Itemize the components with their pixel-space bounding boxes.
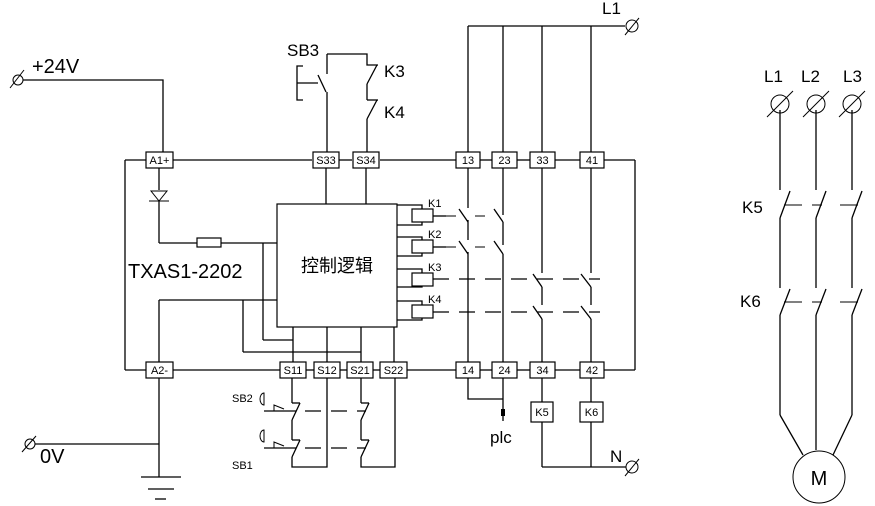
label-coil-k5: K5 [535, 407, 548, 419]
label-coil-k6: K6 [585, 407, 598, 419]
internal-supply-path [149, 168, 361, 362]
terminal-a1: A1+ [145, 151, 174, 169]
terminal-symbol-24v [12, 74, 24, 86]
diode-icon [149, 190, 169, 202]
label-neutral: N [610, 447, 622, 466]
terminal-33: 33 [529, 151, 556, 169]
svg-text:13: 13 [462, 155, 474, 167]
module-model-label: TXAS1-2202 [128, 261, 243, 283]
terminal-symbol-n [625, 460, 639, 474]
svg-text:A2-: A2- [151, 365, 168, 377]
svg-text:33: 33 [536, 155, 548, 167]
terminal-s21: S21 [346, 361, 374, 379]
terminal-a2: A2- [145, 361, 174, 379]
relay-coils: K1 K2 K3 K4 [397, 198, 446, 321]
svg-text:S11: S11 [284, 365, 303, 377]
start-circuit: SB3 K3 K4 [287, 41, 405, 152]
terminal-s11: S11 [279, 361, 307, 379]
svg-text:K3: K3 [428, 262, 441, 274]
motor-icon [792, 450, 846, 504]
label-sb3: SB3 [287, 41, 319, 60]
relay-module-frame [124, 159, 636, 371]
fuse-icon [196, 237, 222, 248]
label-l1-control: L1 [602, 0, 621, 18]
svg-text:S34: S34 [356, 155, 376, 167]
terminal-s34: S34 [352, 151, 380, 169]
terminal-s33: S33 [312, 151, 340, 169]
label-motor: M [811, 468, 828, 490]
svg-text:34: 34 [536, 365, 548, 377]
label-0v: 0V [40, 446, 65, 468]
svg-text:A1+: A1+ [150, 155, 170, 167]
control-l1-rail: L1 [433, 0, 640, 362]
svg-text:42: 42 [586, 365, 598, 377]
terminal-symbol-l1 [625, 19, 639, 33]
terminal-24: 24 [491, 361, 518, 379]
svg-text:S22: S22 [384, 365, 404, 377]
supply-positive: +24V [9, 56, 164, 152]
svg-text:23: 23 [498, 155, 510, 167]
label-phase-l3: L3 [843, 67, 862, 86]
label-sb1: SB1 [232, 460, 253, 472]
motor-power-circuit: L1 L2 L3 K5 K6 [740, 67, 866, 504]
terminal-23: 23 [491, 151, 518, 169]
supply-negative: 0V [21, 378, 181, 500]
terminal-14: 14 [455, 361, 481, 379]
label-phase-l1: L1 [764, 67, 783, 86]
terminal-s22: S22 [379, 361, 408, 379]
terminal-symbol-0v [24, 438, 36, 450]
terminal-s12: S12 [313, 361, 341, 379]
svg-text:41: 41 [586, 155, 598, 167]
terminal-34: 34 [529, 361, 556, 379]
svg-text:K1: K1 [428, 198, 441, 210]
svg-text:14: 14 [462, 365, 474, 377]
terminal-13: 13 [455, 151, 481, 169]
label-k4-feedback: K4 [384, 103, 405, 122]
svg-text:K4: K4 [428, 294, 441, 306]
label-24v: +24V [32, 56, 80, 78]
label-k6-contactor: K6 [740, 292, 761, 311]
label-plc: plc [490, 428, 512, 447]
terminal-42: 42 [579, 361, 605, 379]
coil-k4-icon [411, 304, 434, 319]
plc-arrow-icon [501, 409, 505, 416]
svg-text:S33: S33 [316, 155, 336, 167]
label-sb2: SB2 [232, 393, 253, 405]
label-k5-contactor: K5 [742, 198, 763, 217]
coil-k1-icon [411, 208, 434, 223]
emergency-stop-circuit: SB2 SB1 [232, 378, 396, 472]
mushroom-button-sb2-icon [259, 392, 265, 406]
svg-text:S21: S21 [350, 365, 370, 377]
mushroom-button-sb1-icon [259, 429, 265, 443]
control-logic-label: 控制逻辑 [301, 256, 373, 277]
coil-k2-icon [411, 239, 434, 254]
control-logic-block [276, 203, 398, 328]
label-k3-feedback: K3 [384, 62, 405, 81]
svg-text:24: 24 [498, 365, 510, 377]
label-phase-l2: L2 [801, 67, 820, 86]
output-circuits: plc K5 K6 N [467, 378, 640, 477]
svg-text:S12: S12 [317, 365, 337, 377]
coil-k3-icon [411, 272, 434, 287]
svg-text:K2: K2 [428, 229, 441, 241]
terminal-41: 41 [579, 151, 605, 169]
